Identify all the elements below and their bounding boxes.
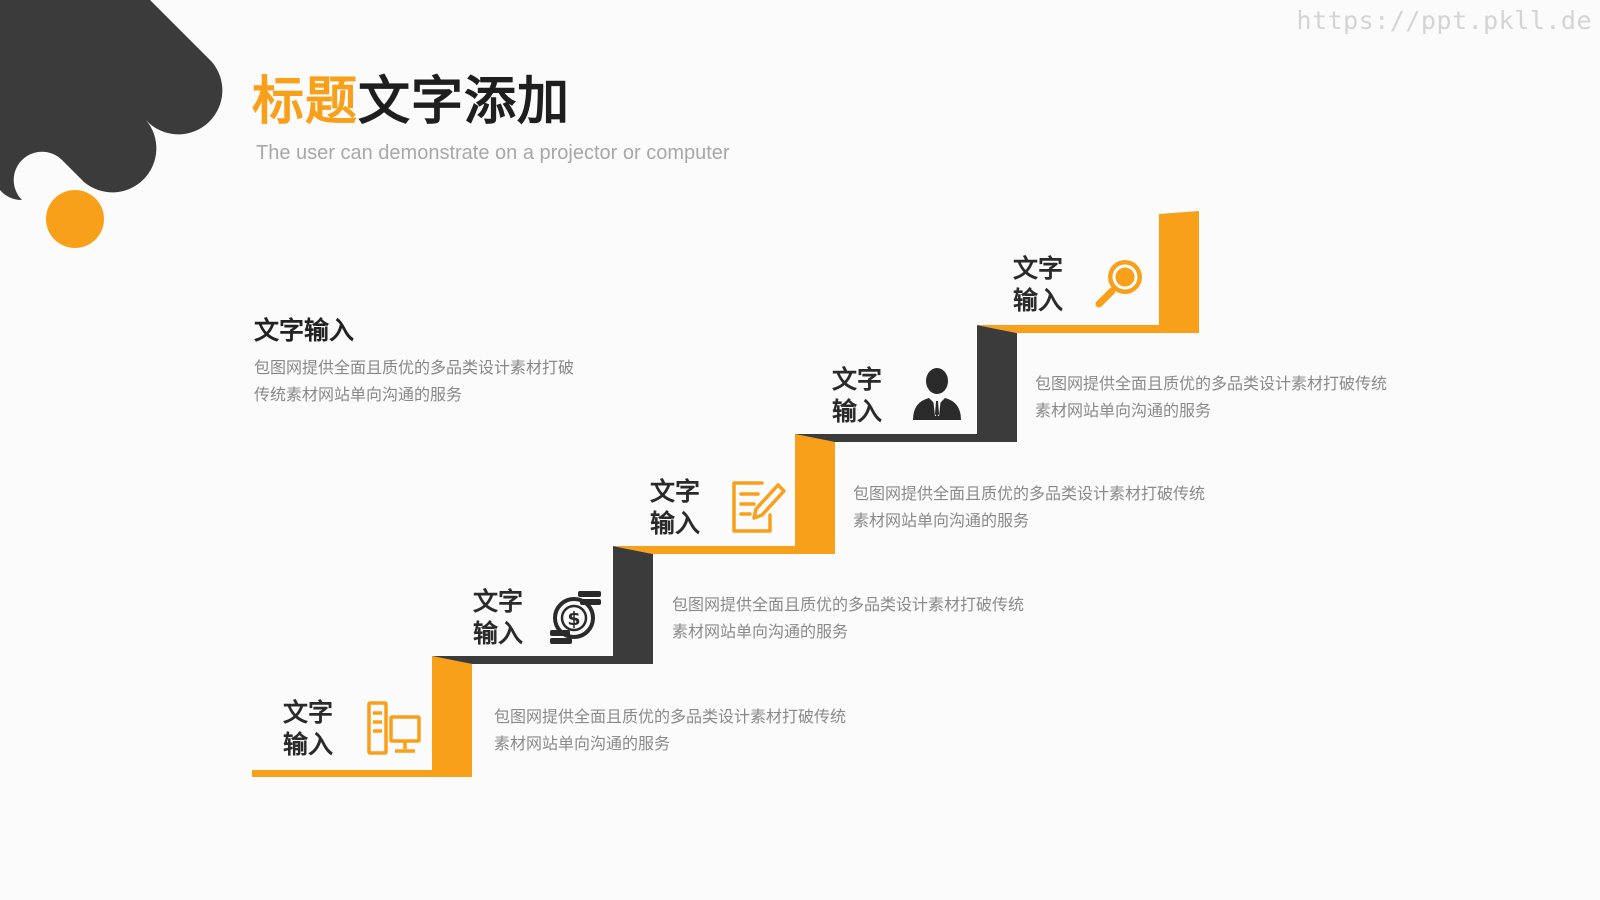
- corner-decoration: [0, 0, 223, 248]
- step-2-label-line2: 输入: [473, 619, 524, 648]
- money-coins-icon: $: [550, 591, 601, 644]
- edit-document-icon: [732, 481, 786, 533]
- step-2-label-line1: 文字: [473, 587, 524, 616]
- businessman-icon: [913, 368, 961, 420]
- page-title: 标题文字添加: [252, 76, 570, 128]
- title-accent: 标题: [252, 72, 359, 132]
- intro-title: 文字输入: [254, 316, 355, 345]
- orange-dot-shape: [46, 190, 104, 248]
- page-subtitle: The user can demonstrate on a projector …: [256, 142, 730, 164]
- svg-text:$: $: [567, 608, 580, 630]
- step-3-label-line2: 输入: [650, 509, 701, 538]
- step-2-label: 文字 输入: [473, 586, 533, 650]
- dark-swoosh-shape: [0, 0, 223, 201]
- step-5-label-line2: 输入: [1013, 286, 1064, 315]
- step-4-label: 文字 输入: [832, 364, 892, 428]
- stair-step-4: [795, 325, 1017, 442]
- stair-step-5: [977, 211, 1199, 333]
- stair-step-1: [252, 656, 472, 777]
- step-5-label-line1: 文字: [1013, 254, 1064, 283]
- watermark-url: https://ppt.pkll.de: [1296, 6, 1592, 35]
- stair-step-2: [432, 546, 653, 664]
- step-1-label: 文字 输入: [283, 697, 343, 761]
- title-main: 文字添加: [358, 72, 571, 132]
- step-3-label-line1: 文字: [650, 477, 701, 506]
- intro-description: 包图网提供全面且质优的多品类设计素材打破传统素材网站单向沟通的服务: [254, 358, 575, 404]
- step-4-description: 包图网提供全面且质优的多品类设计素材打破传统素材网站单向沟通的服务: [1035, 374, 1388, 420]
- step-3-label: 文字 输入: [650, 476, 710, 540]
- step-2-description: 包图网提供全面且质优的多品类设计素材打破传统素材网站单向沟通的服务: [672, 595, 1025, 641]
- search-icon: [1095, 260, 1142, 308]
- step-5-label: 文字 输入: [1013, 253, 1073, 317]
- computer-server-icon: [367, 701, 421, 755]
- step-1-description: 包图网提供全面且质优的多品类设计素材打破传统素材网站单向沟通的服务: [494, 707, 847, 753]
- stair-step-3: [613, 434, 835, 554]
- step-4-label-line2: 输入: [832, 397, 883, 426]
- step-3-description: 包图网提供全面且质优的多品类设计素材打破传统素材网站单向沟通的服务: [853, 484, 1206, 530]
- step-1-label-line1: 文字: [283, 698, 334, 727]
- step-1-label-line2: 输入: [283, 730, 334, 759]
- step-4-label-line1: 文字: [832, 365, 883, 394]
